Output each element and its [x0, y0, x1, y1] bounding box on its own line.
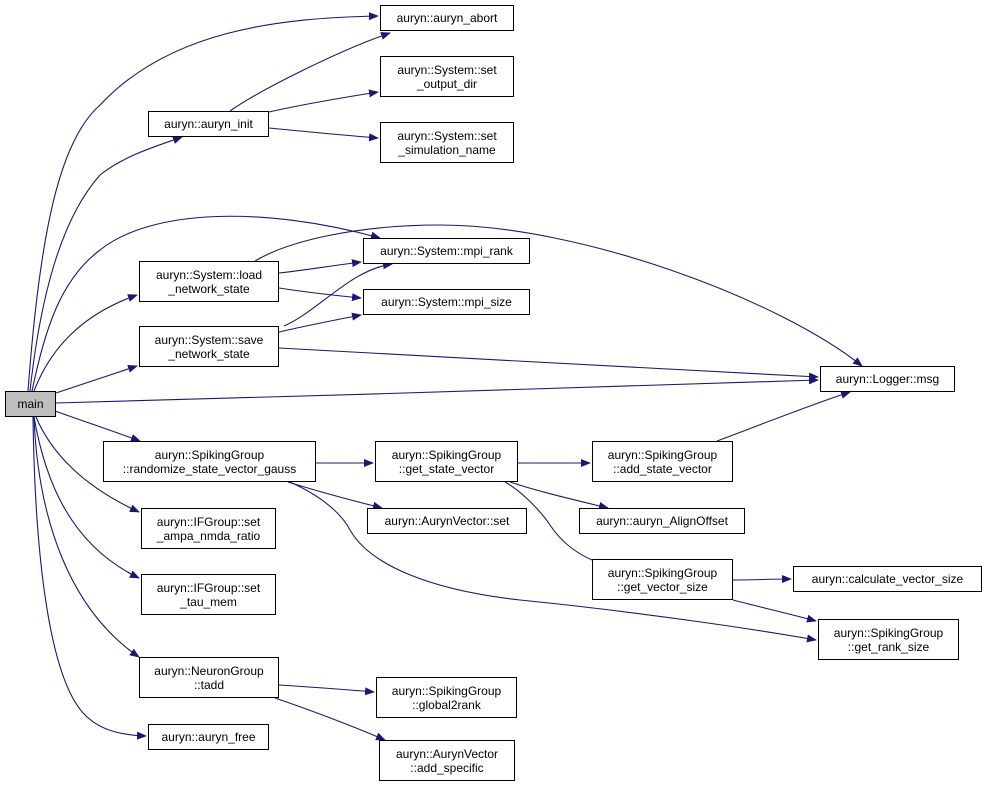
edge-save-network-state-to-logger-msg [278, 347, 819, 381]
node-mpi-rank[interactable]: auryn::System::mpi_rank [363, 238, 530, 264]
node-label: _network_state [168, 346, 250, 361]
node-tadd[interactable]: auryn::NeuronGroup ::tadd [139, 657, 279, 698]
edge-auryn-init-to-set-output-dir [268, 89, 379, 113]
node-mpi-size[interactable]: auryn::System::mpi_size [363, 289, 530, 315]
node-label: auryn::System::set [397, 62, 497, 77]
edge-load-network-state-to-mpi-size [278, 287, 362, 302]
node-set-ampa-nmda-ratio[interactable]: auryn::IFGroup::set _ampa_nmda_ratio [141, 508, 276, 549]
node-label: ::get_vector_size [617, 579, 708, 594]
node-label: auryn::auryn_abort [396, 11, 498, 25]
edge-main-to-auryn-free [32, 416, 147, 740]
edge-get-vector-size-to-calculate-vector-size [732, 575, 792, 584]
edge-main-to-save-network-state [55, 365, 138, 394]
node-get-state-vector[interactable]: auryn::SpikingGroup ::get_state_vector [375, 441, 518, 482]
node-label: auryn::SpikingGroup [607, 565, 718, 580]
node-label: ::tadd [193, 677, 225, 692]
edge-main-to-auryn-init [29, 136, 183, 392]
edge-load-network-state-to-mpi-rank [278, 259, 362, 274]
node-label: ::add_specific [410, 760, 484, 775]
node-label: auryn::IFGroup::set [156, 514, 261, 529]
node-auryn-free[interactable]: auryn::auryn_free [148, 724, 269, 750]
node-label: auryn::auryn_init [164, 117, 253, 131]
node-label: auryn::System::mpi_size [381, 295, 512, 309]
edge-get-state-vector-to-get-vector-size [504, 481, 606, 566]
node-get-rank-size[interactable]: auryn::SpikingGroup ::get_rank_size [818, 619, 959, 660]
edge-main-to-tadd [33, 416, 140, 658]
node-label: auryn::calculate_vector_size [811, 572, 964, 586]
node-label: auryn::auryn_free [161, 730, 256, 744]
node-calculate-vector-size[interactable]: auryn::calculate_vector_size [793, 566, 982, 592]
edge-auryn-init-to-set-simulation-name [268, 127, 379, 142]
node-auryn-align-offset[interactable]: auryn::auryn_AlignOffset [579, 508, 745, 534]
edge-main-to-randomize-state-vector-gauss [54, 410, 141, 442]
node-label: auryn::AurynVector::set [384, 514, 510, 528]
node-set-tau-mem[interactable]: auryn::IFGroup::set _tau_mem [141, 574, 276, 615]
node-auryn-vector-set[interactable]: auryn::AurynVector::set [367, 508, 527, 534]
node-get-vector-size[interactable]: auryn::SpikingGroup ::get_vector_size [592, 559, 733, 600]
node-label: ::get_state_vector [398, 461, 495, 476]
node-save-network-state[interactable]: auryn::System::save _network_state [139, 326, 279, 367]
node-label: auryn::NeuronGroup [154, 663, 264, 678]
edge-randomize-state-vector-gauss-to-auryn-vector-set [287, 481, 383, 510]
node-label: auryn::SpikingGroup [391, 683, 502, 698]
node-add-state-vector[interactable]: auryn::SpikingGroup ::add_state_vector [592, 441, 733, 482]
node-label: auryn::SpikingGroup [391, 447, 502, 462]
node-label: _simulation_name [398, 142, 496, 157]
node-logger-msg[interactable]: auryn::Logger::msg [820, 366, 955, 392]
node-label: auryn::AurynVector [395, 746, 499, 761]
node-load-network-state[interactable]: auryn::System::load _network_state [139, 261, 279, 302]
edge-save-network-state-to-mpi-rank [283, 261, 393, 327]
edge-tadd-to-add-specific [274, 697, 386, 741]
node-label: ::get_rank_size [847, 639, 930, 654]
edge-tadd-to-global2rank [278, 684, 375, 696]
node-label: auryn::auryn_AlignOffset [596, 514, 728, 528]
edge-add-state-vector-to-logger-msg [716, 390, 851, 442]
node-label: auryn::System::load [155, 267, 263, 282]
node-label: auryn::SpikingGroup [154, 447, 265, 462]
node-set-output-dir[interactable]: auryn::System::set _output_dir [380, 56, 514, 97]
node-label: _ampa_nmda_ratio [156, 528, 261, 543]
node-auryn-abort[interactable]: auryn::auryn_abort [380, 5, 514, 31]
edge-main-to-set-ampa-nmda-ratio [35, 416, 140, 513]
node-label: auryn::Logger::msg [835, 372, 940, 386]
edge-main-to-auryn-abort [27, 12, 379, 392]
node-label: auryn::System::mpi_rank [380, 244, 513, 258]
node-label: _output_dir [416, 76, 478, 91]
node-set-simulation-name[interactable]: auryn::System::set _simulation_name [380, 122, 514, 163]
edge-get-vector-size-to-get-rank-size [732, 599, 817, 623]
edge-main-to-mpi-rank [31, 215, 381, 392]
edge-randomize-state-vector-gauss-to-get-rank-size [289, 481, 817, 643]
node-global2rank[interactable]: auryn::SpikingGroup ::global2rank [376, 677, 517, 718]
node-label: _tau_mem [180, 594, 237, 609]
edge-main-to-logger-msg [55, 376, 819, 404]
node-label: main [17, 397, 44, 411]
edge-get-state-vector-to-auryn-align-offset [509, 481, 609, 510]
node-auryn-init[interactable]: auryn::auryn_init [148, 111, 269, 137]
edge-auryn-init-to-auryn-abort [229, 32, 391, 112]
node-label: auryn::System::save [154, 332, 264, 347]
node-add-specific[interactable]: auryn::AurynVector ::add_specific [379, 740, 515, 781]
node-label: ::add_state_vector [613, 461, 712, 476]
node-label: auryn::System::set [397, 128, 497, 143]
edge-save-network-state-to-mpi-size [278, 312, 362, 333]
node-randomize-state-vector-gauss[interactable]: auryn::SpikingGroup ::randomize_state_ve… [103, 441, 316, 482]
edge-main-to-load-network-state [33, 294, 138, 392]
node-label: ::global2rank [412, 697, 481, 712]
node-label: ::randomize_state_vector_gauss [122, 461, 297, 476]
node-label: _network_state [168, 281, 250, 296]
node-label: auryn::IFGroup::set [156, 580, 261, 595]
edge-main-to-set-tau-mem [33, 416, 140, 579]
node-label: auryn::SpikingGroup [833, 625, 944, 640]
node-label: auryn::SpikingGroup [607, 447, 718, 462]
edge-load-network-state-to-logger-msg [254, 224, 863, 367]
node-main: main [5, 391, 56, 417]
